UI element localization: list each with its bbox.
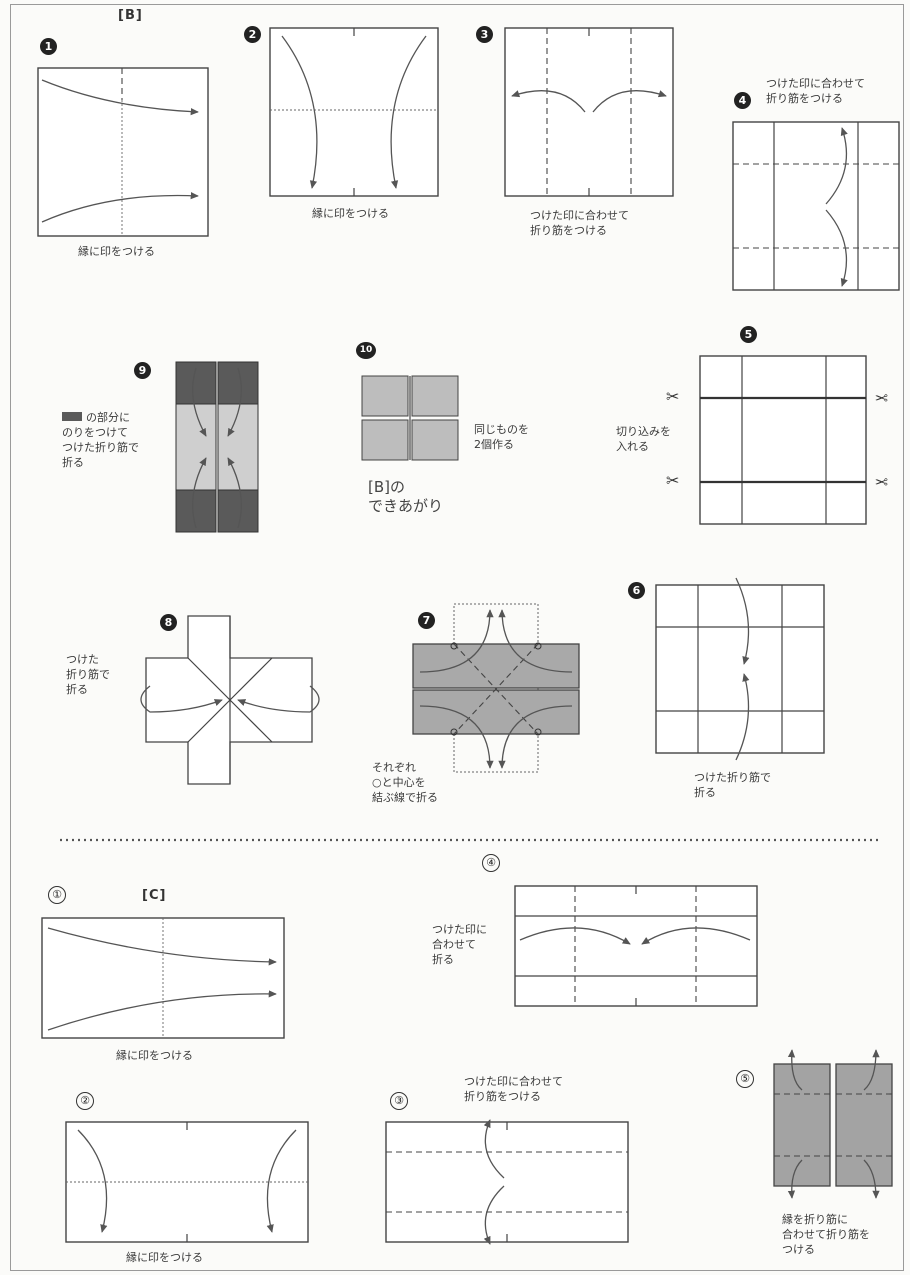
b-step2-number: 2 [244,26,261,43]
svg-text:✂: ✂ [666,387,679,406]
section-c-label: [C] [142,888,167,903]
c-step1-diagram [41,917,285,1039]
b-step6-number: 6 [628,582,645,599]
c-step1-caption: 縁に印をつける [116,1049,193,1062]
c-step1-number: ① [48,886,66,904]
b-step3-number: 3 [476,26,493,43]
b-step9-diagram [175,361,259,533]
glue-swatch [62,412,82,421]
c-step2-number: ② [76,1092,94,1110]
c-step2-caption: 縁に印をつける [126,1251,203,1264]
b-step8-caption: つけた 折り筋で 折る [66,653,110,696]
b-step10-diagram [361,375,459,461]
c-step2-diagram [65,1121,309,1243]
page-frame [10,4,904,1271]
b-step1-number: 1 [40,38,57,55]
b-step5-number: 5 [740,326,757,343]
b-step3-caption: つけた印に合わせて 折り筋をつける [530,209,629,237]
c-step3-number: ③ [390,1092,408,1110]
c-step5-caption: 縁を折り筋に 合わせて折り筋を つける [782,1213,870,1256]
b-step2-caption: 縁に印をつける [312,207,389,220]
c-step5-number: ⑤ [736,1070,754,1088]
b-step8-diagram [140,615,320,785]
b-step4-number: 4 [734,92,751,109]
b-step1-caption: 縁に印をつける [78,245,155,258]
svg-text:✂: ✂ [875,472,888,491]
b-step6-diagram [655,577,825,761]
b-step3-diagram [504,27,674,197]
b-step8-number: 8 [160,614,177,631]
c-step5-diagram [773,1049,893,1199]
b-step4-caption: つけた印に合わせて 折り筋をつける [766,77,865,105]
b-step9-number: 9 [134,362,151,379]
c-step4-number: ④ [482,854,500,872]
svg-text:✂: ✂ [875,388,888,407]
b-step4-diagram [732,121,900,291]
c-step4-diagram [514,885,758,1007]
b-step9-caption: の部分に のりをつけて つけた折り筋で 折る [62,411,139,469]
b-step1-diagram [37,67,209,237]
c-step3-caption: つけた印に合わせて 折り筋をつける [464,1075,563,1103]
c-step3-diagram [385,1119,629,1245]
b-step5-diagram: ✂ ✂ ✂ ✂ [666,355,888,525]
b-step7-caption: それぞれ ○と中心を 結ぶ線で折る [372,761,438,804]
svg-text:✂: ✂ [666,471,679,490]
b-step7-number: 7 [418,612,435,629]
b-step2-diagram [269,27,439,197]
b-step10-caption: 同じものを 2個作る [474,423,529,451]
b-step10-number: 10 [356,342,376,359]
b-finished-label: [B]の できあがり [368,478,444,515]
b-step7-diagram [412,603,580,773]
b-step5-caption: 切り込みを 入れる [616,425,671,453]
c-step4-caption: つけた印に 合わせて 折る [432,923,487,966]
b-step6-caption: つけた折り筋で 折る [694,771,771,799]
section-b-label: [B] [118,8,143,23]
